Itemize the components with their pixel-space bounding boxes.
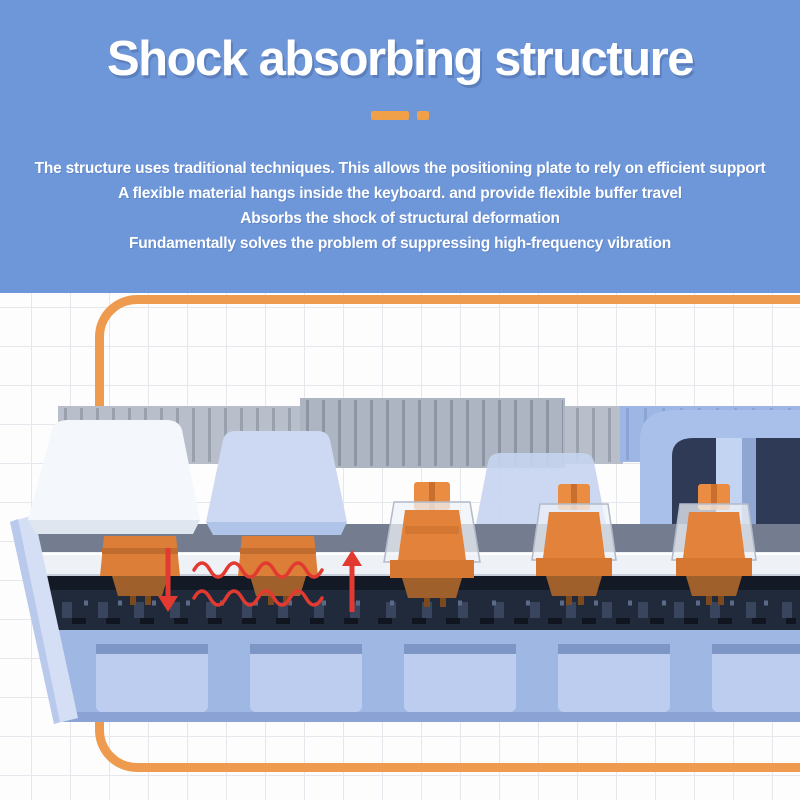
description-line-1: The structure uses traditional technique… xyxy=(34,159,766,177)
keycap-blue xyxy=(206,431,347,535)
cut-face xyxy=(10,515,78,724)
switch-exposed xyxy=(531,484,617,605)
keyboard-cross-section-illustration xyxy=(10,398,800,724)
switches xyxy=(100,482,757,607)
divider-dash-short xyxy=(417,110,429,120)
description-line-4: Fundamentally solves the problem of supp… xyxy=(129,234,671,252)
title-divider xyxy=(371,110,429,120)
case-front-lip xyxy=(57,712,800,722)
hero-banner: Shock absorbing structure The structure … xyxy=(0,0,800,293)
shock-annotations xyxy=(158,548,362,612)
up-arrow xyxy=(342,550,362,612)
vibration-wave-top xyxy=(192,561,324,579)
case-compartments xyxy=(96,644,800,712)
down-arrow xyxy=(158,548,178,612)
description-line-3: Absorbs the shock of structural deformat… xyxy=(240,209,560,227)
bottom-case xyxy=(46,630,800,722)
keycap-white xyxy=(28,420,200,534)
switch xyxy=(100,536,180,605)
divider-dash-long xyxy=(371,110,409,120)
vibration-wave-bottom xyxy=(192,589,324,607)
switch-exposed xyxy=(671,484,757,605)
page-title: Shock absorbing structure xyxy=(106,32,695,86)
switch-exposed xyxy=(383,482,481,607)
description-block: The structure uses traditional technique… xyxy=(35,156,766,256)
description-line-2: A flexible material hangs inside the key… xyxy=(118,184,682,202)
